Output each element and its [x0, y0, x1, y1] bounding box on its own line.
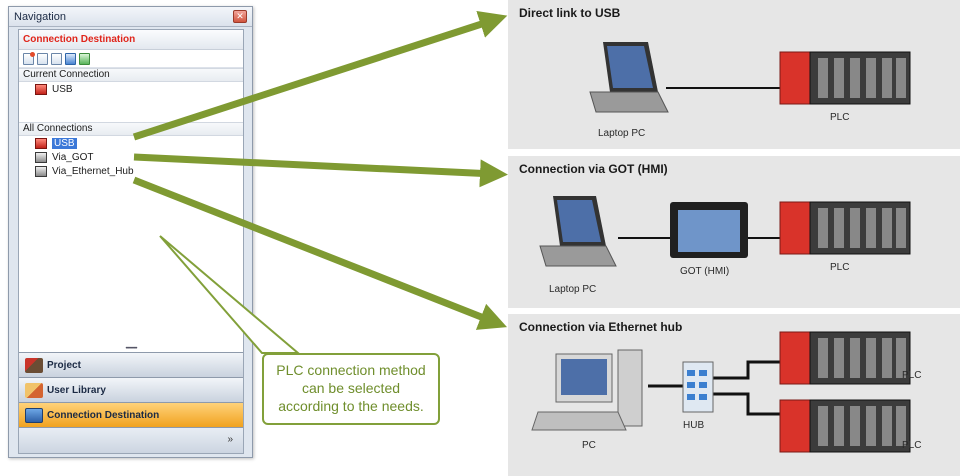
callout-line-2: can be selected	[301, 380, 401, 396]
usb-connection-icon	[35, 83, 47, 95]
project-icon	[25, 357, 43, 373]
scenario-title: Connection via GOT (HMI)	[519, 162, 668, 176]
scenario-got: Connection via GOT (HMI) Laptop PC GOT (…	[508, 156, 960, 308]
desktop-pc-icon	[531, 349, 643, 431]
scenario-ethernet-hub: Connection via Ethernet hub	[508, 314, 960, 476]
refresh-icon[interactable]	[79, 52, 90, 65]
laptop-icon	[589, 42, 669, 113]
callout-line-1: PLC connection method	[276, 362, 426, 378]
navigation-title: Navigation	[14, 10, 66, 23]
connection-destination-icon	[25, 407, 43, 423]
got-connection-icon	[35, 151, 47, 163]
scenario-usb: Direct link to USB Laptop PC PLC	[508, 0, 960, 149]
tree-item-label: USB	[52, 83, 73, 95]
scenario-title: Direct link to USB	[519, 6, 621, 20]
plc-icon	[779, 201, 911, 255]
connection-item-via-ethernet-hub[interactable]: Via_Ethernet_Hub	[19, 164, 243, 178]
paste-icon[interactable]	[51, 52, 62, 65]
new-connection-icon[interactable]	[23, 51, 35, 65]
got-hmi-icon	[670, 202, 748, 258]
got-diagram	[539, 196, 911, 267]
tree-item-label: Via_GOT	[52, 151, 94, 163]
callout-box: PLC connection method can be selected ac…	[262, 353, 440, 425]
project-button-label: Project	[47, 359, 81, 371]
hub-label: HUB	[683, 420, 705, 431]
got-label: GOT (HMI)	[680, 266, 730, 277]
plc-label: PLC	[830, 262, 850, 273]
copy-icon[interactable]	[37, 52, 48, 65]
library-icon	[25, 382, 43, 398]
connection-destination-button-label: Connection Destination	[47, 409, 160, 421]
connection-toolbar	[19, 50, 243, 68]
usb-diagram	[589, 42, 911, 113]
tree-item-label: USB	[52, 137, 77, 149]
callout-tail	[159, 235, 301, 354]
scenario-title: Connection via Ethernet hub	[519, 320, 683, 334]
hub-plc1-cable	[713, 360, 780, 380]
navigation-buttons: Project User Library Connection Destinat…	[19, 352, 243, 453]
connection-item-usb[interactable]: USB	[19, 136, 243, 150]
pane-splitter[interactable]: ••••••••••	[125, 346, 137, 352]
hub-plc2-cable	[713, 392, 780, 416]
plc-label-1: PLC	[902, 370, 922, 381]
usb-connection-icon	[35, 137, 47, 149]
hub-icon	[682, 361, 714, 413]
ethernet-connection-icon	[35, 165, 47, 177]
plc-icon-2	[779, 399, 911, 453]
user-library-button[interactable]: User Library	[19, 377, 243, 402]
callout-line-3: according to the needs.	[278, 398, 424, 414]
tree-item-label: Via_Ethernet_Hub	[52, 165, 134, 177]
plc-icon-1	[779, 331, 911, 385]
chevron-double-right-icon[interactable]: »	[19, 427, 243, 453]
project-button[interactable]: Project	[19, 352, 243, 377]
laptop-label: Laptop PC	[549, 284, 597, 295]
laptop-label: Laptop PC	[598, 128, 646, 139]
laptop-icon	[539, 196, 617, 267]
ethernet-diagram	[531, 331, 911, 453]
connection-destination-button[interactable]: Connection Destination	[19, 402, 243, 427]
plc-icon	[779, 51, 911, 105]
plc-label: PLC	[830, 112, 850, 123]
pc-label: PC	[582, 440, 596, 451]
panel-header-title: Connection Destination	[23, 34, 136, 45]
connection-item-via-got[interactable]: Via_GOT	[19, 150, 243, 164]
user-library-button-label: User Library	[47, 384, 106, 396]
current-connection-item[interactable]: USB	[19, 82, 243, 96]
properties-icon[interactable]	[65, 52, 76, 65]
plc-label-2: PLC	[902, 440, 922, 451]
